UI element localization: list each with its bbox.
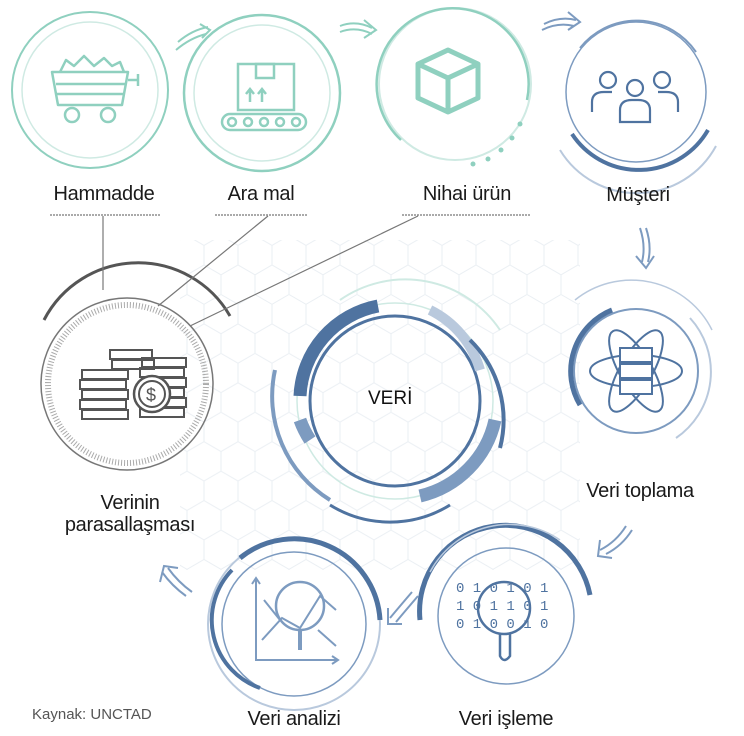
stage-parasallasma: $: [40, 261, 232, 471]
stage-veri-analizi: [207, 536, 383, 711]
arrow-ara-mal-to-nihai: [339, 19, 378, 39]
label-parasallasma-line1: Verinin: [100, 492, 160, 514]
stage-veri-isleme: 0 1 0 1 0 1 1 0 1 1 0 1 0 1 0 0 1 0: [417, 522, 593, 685]
arrow-nihai-to-musteri: [541, 11, 582, 31]
chart-magnifier-icon: [251, 576, 340, 665]
label-musteri: Müşteri: [606, 184, 670, 206]
people-group-icon: [590, 70, 680, 124]
label-ara-mal: Ara mal: [227, 183, 295, 205]
atom-server-icon: [589, 329, 683, 413]
label-parasallasma-line2: parasallaşması: [64, 514, 196, 536]
arrow-isleme-to-analizi: [387, 591, 419, 625]
arrow-analizi-to-parasallasma: [159, 564, 193, 597]
arrow-veri-toplama-to-isleme: [596, 525, 633, 559]
binary-magnifier-icon: 0 1 0 1 0 1 1 0 1 1 0 1 0 1 0 0 1 0: [456, 580, 548, 662]
stage-hammadde: [11, 11, 169, 169]
center-label: VERİ: [368, 388, 413, 409]
label-veri-analizi: Veri analizi: [247, 708, 341, 730]
svg-text:0 1 0 1 0 1: 0 1 0 1 0 1: [456, 581, 548, 597]
label-hammadde: Hammadde: [53, 183, 155, 205]
arrow-hammadde-to-ara-mal: [175, 23, 212, 51]
svg-text:1 0 1 1 0 1: 1 0 1 1 0 1: [456, 599, 548, 615]
hexagon-background: [180, 240, 580, 570]
connector-lines: [50, 214, 530, 327]
svg-text:0 1 0 0 1 0: 0 1 0 0 1 0: [456, 617, 548, 633]
mine-cart-icon: [50, 54, 140, 124]
stage-veri-toplama: [568, 279, 713, 439]
center-veri-ring: [270, 278, 506, 524]
svg-text:$: $: [146, 385, 156, 405]
label-veri-isleme: Veri işleme: [458, 708, 554, 730]
source-note: Kaynak: UNCTAD: [32, 706, 152, 723]
cube-icon: [415, 47, 481, 115]
stage-ara-mal: [182, 13, 342, 173]
arrow-musteri-to-veri-toplama: [635, 227, 655, 270]
conveyor-box-icon: [220, 62, 308, 132]
label-nihai-urun: Nihai ürün: [422, 183, 512, 205]
label-veri-toplama: Veri toplama: [586, 480, 694, 502]
stage-nihai-urun: [375, 7, 532, 167]
stage-musteri: [559, 19, 717, 195]
money-coins-icon: $: [79, 349, 187, 420]
flow-arrows: [175, 19, 378, 51]
